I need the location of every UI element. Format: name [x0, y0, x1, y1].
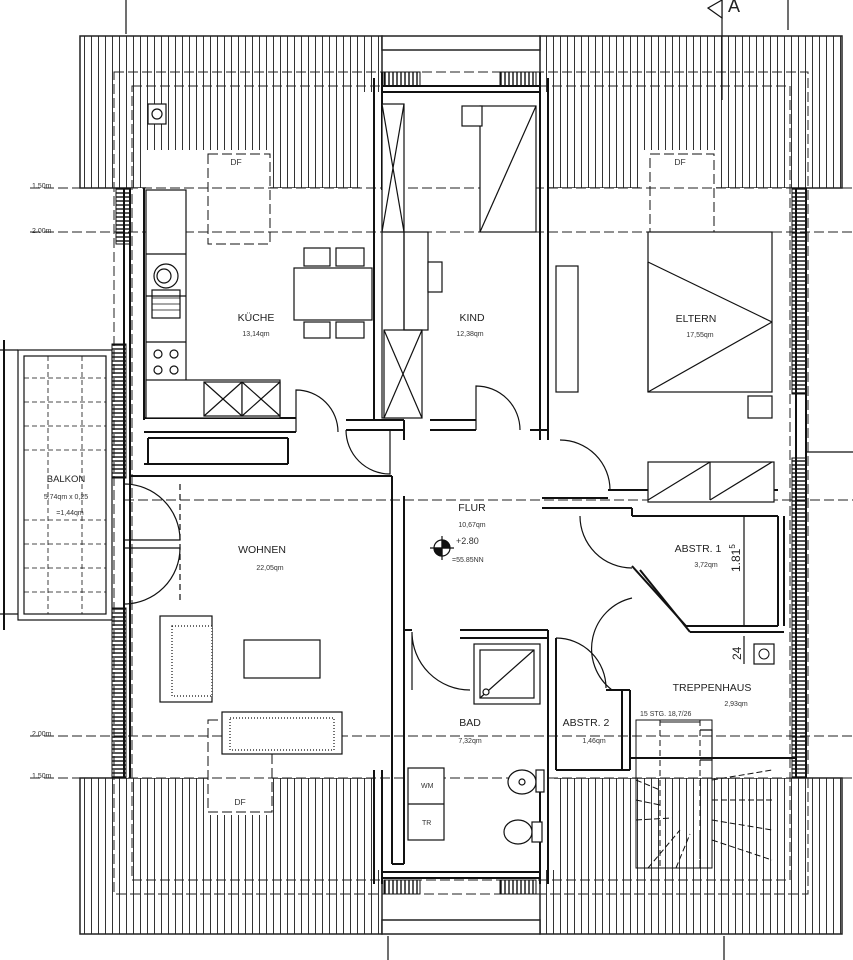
dormer-label-2: DF — [674, 157, 686, 167]
room-area-kind: 12,38qm — [456, 331, 484, 338]
room-area-eltern: 17,55qm — [686, 332, 714, 339]
room-label-flur: FLUR — [458, 502, 486, 514]
room-area-flur: 10,67qm — [458, 522, 486, 529]
dormer-label-1: DF — [230, 157, 242, 167]
level-150-top: 1.50m — [32, 183, 52, 190]
appliance-tr: TR — [422, 820, 432, 827]
stairs-info: 15 STG. 18,7/26 — [640, 711, 692, 718]
room-label-eltern: ELTERN — [675, 313, 717, 325]
section-mark-a: A — [728, 0, 741, 16]
room-label-balkon: BALKON — [46, 474, 86, 485]
section-marks — [125, 0, 853, 960]
dimension-abstr1-value: 1.81 — [729, 548, 743, 572]
balcony — [0, 340, 113, 630]
room-label-wohnen: WOHNEN — [238, 544, 286, 556]
dimension-abstr1: 1.815 — [728, 544, 743, 572]
level-flur-1: +2.80 — [456, 536, 479, 546]
room-area-wohnen: 22,05qm — [256, 565, 284, 572]
room-area-bad: 7,32qm — [458, 738, 482, 745]
room-label-kind: KIND — [459, 312, 485, 324]
room-label-abstr2: ABSTR. 2 — [562, 717, 610, 729]
level-200-bottom: 2.00m — [32, 731, 52, 738]
room-area-abstr1: 3,72qm — [694, 562, 718, 569]
room-label-kueche: KÜCHE — [237, 312, 275, 324]
staircase — [635, 643, 775, 869]
level-200-top: 2.00m — [32, 228, 52, 235]
room-area-balkon-2: =1,44qm — [56, 510, 84, 517]
dormer-label-3: DF — [234, 797, 246, 807]
room-area-balkon-1: 5,74qm x 0,25 — [43, 494, 89, 501]
door-swings — [123, 385, 633, 691]
dimension-small: 24 — [730, 646, 744, 660]
bad-fixtures — [407, 643, 545, 845]
roof-bottom-right — [539, 777, 843, 935]
wall-hatching — [111, 71, 807, 895]
kitchen-fixtures — [145, 103, 373, 419]
room-area-treppenhaus: 2,93qm — [724, 701, 748, 708]
room-area-abstr2: 1,46qm — [582, 738, 606, 745]
wohnen-furniture — [159, 615, 343, 755]
kind-furniture — [381, 103, 537, 419]
level-flur-2: =55.85NN — [452, 557, 484, 564]
room-area-kueche: 13,14qm — [242, 331, 270, 338]
room-label-treppenhaus: TREPPENHAUS — [672, 682, 752, 694]
level-150-bottom: 1.50m — [32, 773, 52, 780]
eltern-furniture — [555, 231, 775, 503]
room-label-abstr1: ABSTR. 1 — [674, 543, 722, 555]
appliance-wm: WM — [421, 783, 434, 790]
room-label-bad: BAD — [459, 717, 481, 729]
dimension-abstr1-sup: 5 — [728, 544, 737, 549]
